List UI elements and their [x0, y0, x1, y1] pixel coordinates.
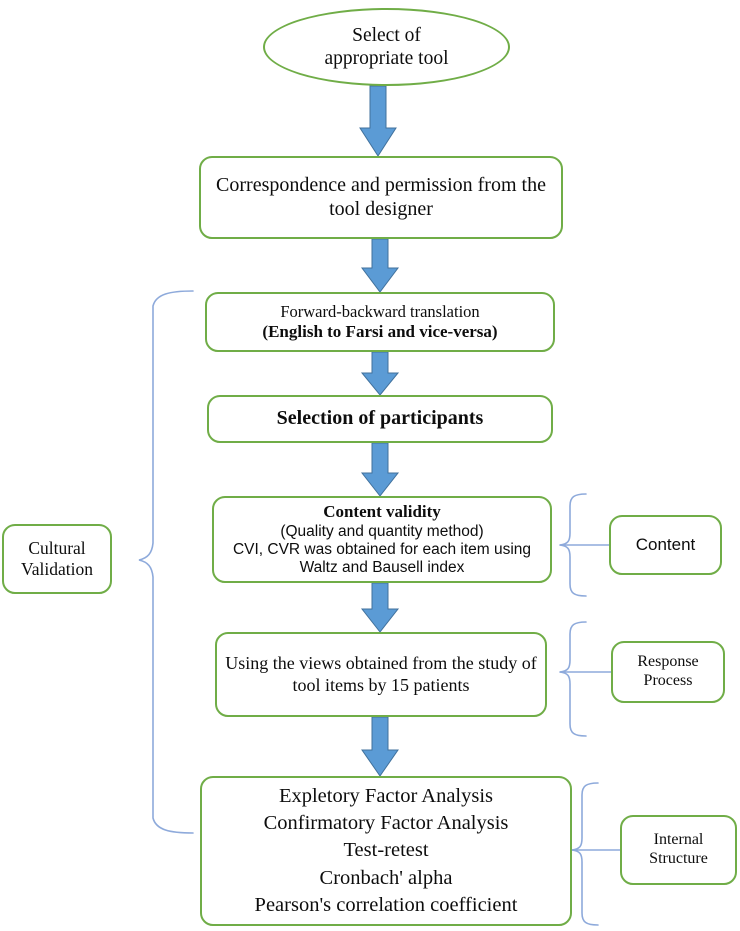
node-line: CVI, CVR was obtained for each item usin…: [232, 540, 532, 558]
node-title: Content validity: [323, 501, 441, 521]
label-internal-structure[interactable]: Internal Structure: [620, 815, 737, 885]
node-line: Confirmatory Factor Analysis: [263, 812, 509, 835]
label-content[interactable]: Content: [609, 515, 722, 575]
node-line: Using the views obtained from the study …: [225, 653, 537, 674]
brace-internal-structure: [571, 782, 625, 926]
brace-response-process: [559, 621, 615, 737]
arrow-content-validity-to-views: [360, 582, 400, 633]
node-line: Content: [635, 534, 696, 554]
node-content-validity[interactable]: Content validity (Quality and quantity m…: [212, 496, 552, 583]
label-response-process[interactable]: Response Process: [611, 641, 725, 703]
node-line: Process: [643, 672, 693, 689]
node-line: Response: [637, 653, 699, 671]
node-line: tool designer: [329, 197, 433, 220]
node-line: Test-retest: [343, 839, 429, 862]
brace-cultural-validation: [138, 290, 194, 834]
arrow-participants-to-content-validity: [360, 442, 400, 497]
arrow-start-to-correspondence: [359, 85, 397, 157]
node-line: Cronbach' alpha: [319, 866, 453, 889]
brace-content: [559, 493, 613, 597]
node-selection-of-participants[interactable]: Selection of participants: [207, 395, 553, 443]
node-line: Structure: [649, 850, 708, 867]
node-line: Expletory Factor Analysis: [278, 785, 494, 808]
node-statistical-analysis[interactable]: Expletory Factor Analysis Confirmatory F…: [200, 776, 572, 926]
node-line: tool items by 15 patients: [292, 674, 470, 695]
node-select-tool[interactable]: Select of appropriate tool: [263, 8, 510, 86]
node-line: Forward-backward translation: [280, 302, 480, 322]
node-translation[interactable]: Forward-backward translation (English to…: [205, 292, 555, 352]
node-line: (Quality and quantity method): [280, 522, 484, 540]
node-line: Internal: [653, 831, 704, 849]
node-line: Pearson's correlation coefficient: [254, 893, 518, 916]
node-line: Correspondence and permission from the: [216, 173, 546, 196]
node-line: (English to Farsi and vice-versa): [262, 321, 498, 341]
arrow-correspondence-to-translation: [361, 238, 399, 293]
node-line: appropriate tool: [324, 48, 449, 69]
node-line: Validation: [21, 559, 93, 579]
node-line: Cultural: [28, 538, 86, 559]
node-line: Selection of participants: [276, 407, 484, 430]
node-correspondence[interactable]: Correspondence and permission from the t…: [199, 156, 563, 239]
node-line: Select of: [352, 25, 421, 46]
arrow-translation-to-participants: [360, 351, 400, 396]
arrow-views-to-analysis: [361, 716, 399, 777]
node-line: Waltz and Bausell index: [299, 559, 465, 577]
label-cultural-validation[interactable]: Cultural Validation: [2, 524, 112, 594]
node-views-from-study[interactable]: Using the views obtained from the study …: [215, 632, 547, 717]
